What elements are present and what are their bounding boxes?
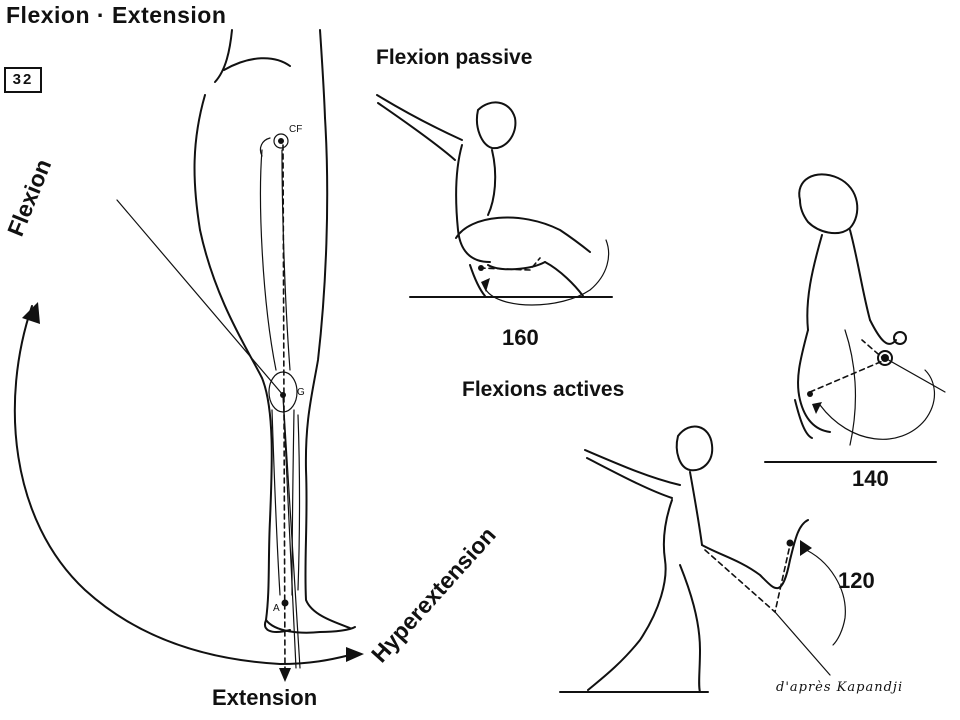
passive-angle-label: 160 [502,325,539,350]
main-leg-figure [116,29,356,682]
active-kneeling-flexion-figure [764,173,946,463]
passive-flexion-figure [376,94,613,306]
figure-number: 32 [4,67,42,93]
credit-signature: d'après Kapandji [776,680,904,695]
extension-label: Extension [212,685,318,710]
knee-point-label: G [297,387,305,398]
active-flexions-heading: Flexions actives [462,378,625,401]
range-of-motion-arc [13,302,364,665]
standing-angle-label: 120 [838,568,875,593]
active-standing-flexion-figure [559,425,846,693]
passive-flexion-heading: Flexion passive [376,46,533,69]
kneeling-angle-label: 140 [852,466,889,491]
hip-center-point-label: CF [289,124,303,135]
ankle-point-label: A [273,603,280,614]
page-title: Flexion · Extension [6,2,227,28]
